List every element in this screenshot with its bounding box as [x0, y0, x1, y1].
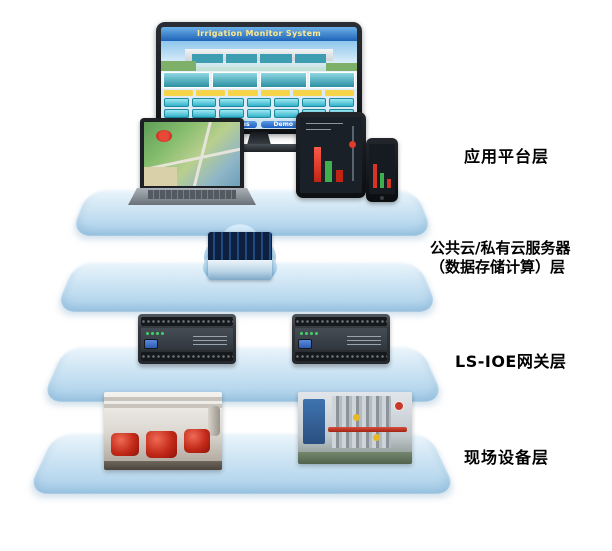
- label-cloud-line1: 公共云/私有云服务器: [430, 239, 571, 257]
- tablet-bar-red: [335, 170, 343, 183]
- scada-button-chip: [191, 98, 217, 107]
- status-chip: [228, 90, 258, 96]
- tank-panel: [211, 72, 258, 88]
- laptop-keyboard-base: [128, 188, 256, 205]
- red-pipe: [327, 426, 408, 432]
- scada-status-strip: [161, 89, 357, 97]
- plc-gateway-right: [292, 314, 390, 364]
- pump-room-floor: [104, 460, 222, 470]
- label-cloud-server-layer: 公共云/私有云服务器 （数据存储计算）层: [430, 239, 570, 277]
- scada-button-chip: [246, 98, 272, 107]
- scada-button-row-1: [161, 97, 357, 108]
- tablet-text-line: [306, 123, 344, 125]
- label-gateway-layer: LS-IOE网关层: [455, 352, 567, 371]
- tablet: [296, 112, 366, 198]
- desktop-monitor: Irrigation Monitor System: [156, 22, 362, 134]
- tank-panel: [308, 72, 355, 88]
- phone-chart-screen: [369, 144, 395, 194]
- plc-terminal-strip: [141, 352, 233, 361]
- scada-title-bar: Irrigation Monitor System: [161, 27, 357, 41]
- plc-status-leds: [300, 332, 320, 335]
- scada-3d-scene: [161, 41, 357, 71]
- scada-button-chip: [219, 98, 244, 107]
- vertical-pipes: [332, 396, 392, 449]
- server-water: [208, 259, 272, 280]
- sluice-gate: [294, 53, 326, 64]
- plc-terminal-strip: [295, 317, 387, 326]
- map-field: [144, 166, 177, 186]
- plc-label-lines: [347, 333, 381, 348]
- plc-connector-port: [144, 339, 158, 349]
- phone-bar-red: [372, 164, 377, 188]
- field-photo-pump-station: [104, 392, 222, 470]
- server-racks: [208, 232, 272, 260]
- sluice-gate: [226, 53, 258, 64]
- plc-front-face: [141, 328, 233, 350]
- laptop-keyboard: [148, 190, 236, 199]
- scene-greenery-left: [161, 61, 197, 71]
- red-pump: [111, 432, 140, 456]
- plc-front-face: [295, 328, 387, 350]
- ceiling-pipe: [104, 396, 222, 401]
- scada-button-chip: [164, 109, 189, 118]
- monitor-stand-base: [214, 144, 306, 152]
- status-chip: [164, 90, 194, 96]
- scada-button-chip: [274, 98, 299, 107]
- tablet-slider-track: [351, 126, 354, 181]
- scada-button-chip: [329, 98, 355, 107]
- phone-bar-red: [386, 179, 391, 188]
- red-pump: [146, 431, 178, 458]
- control-cabinet: [302, 399, 326, 444]
- skid-floor: [298, 452, 412, 464]
- status-chip: [196, 90, 226, 96]
- status-chip: [324, 90, 355, 96]
- field-photo-pipe-skid: [298, 392, 412, 464]
- scada-tank-panels: [161, 71, 357, 89]
- status-chip: [260, 90, 290, 96]
- tank-panel: [163, 72, 210, 88]
- yellow-valve: [373, 433, 381, 441]
- plc-label-lines: [193, 333, 227, 348]
- scada-button-chip: [191, 109, 217, 118]
- scene-greenery-right: [325, 62, 357, 71]
- plc-terminal-strip: [295, 352, 387, 361]
- plc-gateway-left: [138, 314, 236, 364]
- sluice-gate: [260, 53, 292, 64]
- monitor-stand-neck: [247, 132, 271, 145]
- tablet-bar-green: [324, 161, 332, 183]
- status-chip: [292, 90, 322, 96]
- tablet-bar-red: [313, 147, 321, 183]
- scene-sluice-gates: [192, 53, 326, 64]
- scada-screen: Irrigation Monitor System: [161, 27, 357, 129]
- laptop: [140, 118, 244, 190]
- smartphone: [366, 138, 398, 202]
- plc-terminal-strip: [141, 317, 233, 326]
- tablet-chart-screen: [300, 117, 362, 193]
- sluice-gate: [192, 53, 224, 64]
- tablet-text-line: [306, 129, 331, 131]
- ceiling-pipe: [104, 404, 222, 409]
- yellow-valve: [352, 413, 360, 421]
- tablet-slider-knob: [349, 141, 357, 149]
- scada-button-chip: [301, 98, 327, 107]
- plc-status-leds: [146, 332, 166, 335]
- pressure-gauge: [393, 400, 404, 411]
- cloud-server-photo: [208, 232, 272, 280]
- scada-button-chip: [246, 109, 272, 118]
- label-field-device-layer: 现场设备层: [464, 448, 550, 467]
- phone-bar-green: [379, 173, 384, 188]
- pump-tank: [207, 406, 220, 436]
- scada-demo-button: Demo: [261, 121, 306, 128]
- phone-home-button: [380, 196, 384, 200]
- label-cloud-line2: （数据存储计算）层: [430, 258, 566, 276]
- tank-panel: [260, 72, 307, 88]
- map-stadium: [155, 129, 172, 142]
- laptop-map-screen: [144, 122, 240, 186]
- plc-connector-port: [298, 339, 312, 349]
- scada-button-chip: [164, 98, 189, 107]
- label-application-platform-layer: 应用平台层: [464, 147, 550, 166]
- scada-button-chip: [219, 109, 244, 118]
- red-pump: [184, 429, 211, 453]
